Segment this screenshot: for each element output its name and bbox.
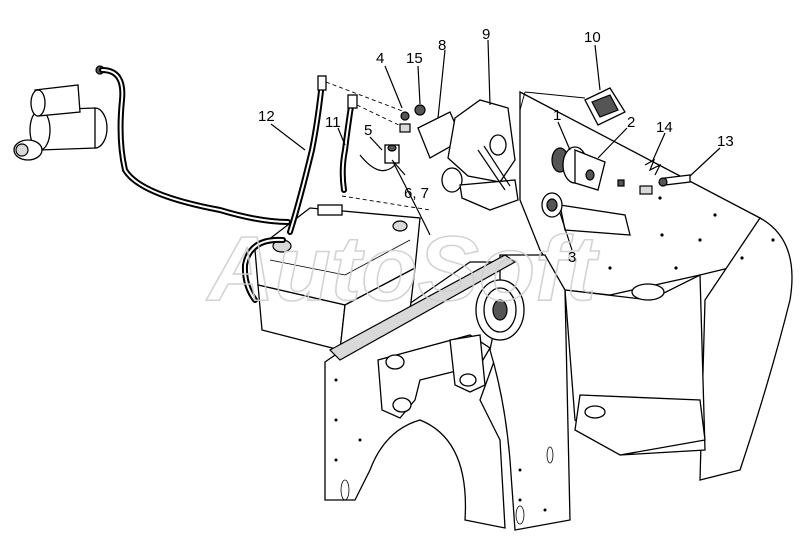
battery: [254, 204, 517, 361]
callout-14: 14: [656, 119, 673, 136]
spring-and-bolt: [617, 158, 691, 195]
callout-6-7: 6, 7: [404, 185, 429, 202]
callout-11: 11: [325, 114, 341, 131]
callout-4: 4: [376, 50, 384, 67]
frame-holes: [608, 196, 775, 270]
callout-13: 13: [717, 133, 734, 150]
starter-motor: [13, 65, 108, 161]
callouts: 1 2 3 4 5 6, 7 8 9 10 11 12 13 14 15: [258, 26, 734, 266]
callout-12: 12: [258, 108, 275, 125]
callout-5: 5: [364, 122, 372, 139]
watermark: AutoSoft: [206, 218, 600, 320]
cables: [99, 67, 431, 303]
linkage-arms: [377, 334, 491, 419]
switch-plate: [519, 87, 626, 126]
callout-3: 3: [568, 249, 576, 266]
callout-1: 1: [553, 107, 561, 124]
callout-2: 2: [627, 114, 635, 131]
fasteners: [384, 104, 426, 164]
leader-lines: [270, 39, 721, 251]
tractor-frame: [519, 90, 793, 481]
callout-10: 10: [584, 29, 601, 46]
switch-bracket: [417, 99, 519, 211]
pulley: [475, 279, 525, 341]
mass-switch: [541, 146, 606, 218]
callout-15: 15: [406, 50, 423, 67]
callout-9: 9: [482, 26, 490, 43]
callout-8: 8: [438, 37, 446, 54]
